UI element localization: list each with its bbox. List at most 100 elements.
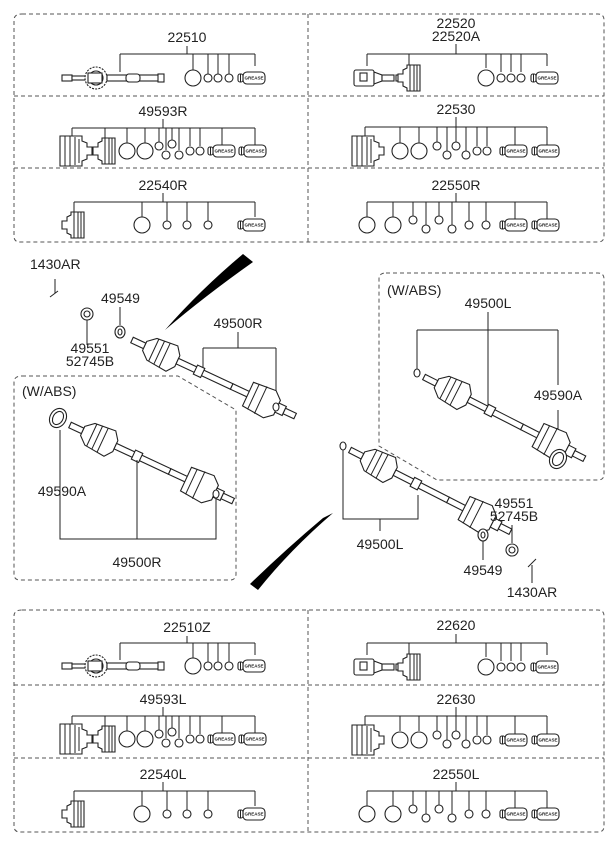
grease-icon: GREASE <box>499 807 528 821</box>
outer-joint-icon <box>61 66 165 90</box>
drive-shaft-icon[interactable] <box>125 325 303 431</box>
grease-icon: GREASE <box>237 807 266 821</box>
svg-text:GREASE: GREASE <box>245 737 264 742</box>
boot-icon <box>351 724 385 756</box>
svg-text:GREASE: GREASE <box>538 149 557 154</box>
washer-label: 49549 <box>464 562 503 578</box>
svg-text:GREASE: GREASE <box>506 149 525 154</box>
abs-ring-label: 49590A <box>534 387 583 403</box>
inner-joint-icon <box>353 69 403 87</box>
svg-text:GREASE: GREASE <box>537 665 556 670</box>
kit-22520[interactable]: 22520 22520A GREASE <box>353 15 559 92</box>
washer-label: 49549 <box>101 290 140 306</box>
kit-49593L[interactable]: 49593L GREASE GREASE <box>59 691 267 755</box>
outer-joint-icon <box>61 654 165 678</box>
o-ring-icon[interactable] <box>272 402 280 412</box>
svg-text:GREASE: GREASE <box>538 223 557 228</box>
grease-icon: GREASE <box>499 144 528 158</box>
boot-icon <box>92 137 116 165</box>
svg-text:GREASE: GREASE <box>244 76 263 81</box>
shaft-assy-label: 49500L <box>357 536 404 552</box>
boot-icon <box>61 211 85 239</box>
top-kit-panel: 22510 GREASE 22520 22520A GREASE 49593R <box>13 13 605 243</box>
right-shaft-section: 1430AR 49549 49551 52745B 49500R (W/ABS)… <box>13 254 303 581</box>
part-label: 22510Z <box>163 619 211 635</box>
grease-icon: GREASE <box>207 732 236 746</box>
part-label: 49593L <box>140 691 187 707</box>
grease-icon: GREASE <box>531 807 560 821</box>
grease-icon: GREASE <box>207 144 236 158</box>
nut-icon[interactable] <box>80 307 94 321</box>
part-label: 22620 <box>437 617 476 633</box>
kit-49593R[interactable]: 49593R GREASE GREASE <box>59 103 267 167</box>
nut-label-alt: 52745B <box>66 353 114 369</box>
grease-icon: GREASE <box>499 733 528 747</box>
boot-icon <box>397 653 421 681</box>
part-label: 22540L <box>140 766 187 782</box>
shaft-assy-label: 49500L <box>465 295 512 311</box>
o-ring-icon[interactable] <box>413 368 421 378</box>
svg-text:GREASE: GREASE <box>538 738 557 743</box>
svg-text:GREASE: GREASE <box>245 149 264 154</box>
kit-22620[interactable]: 22620 GREASE <box>353 617 559 681</box>
split-pin-label: 1430AR <box>30 256 81 272</box>
kit-22540L[interactable]: 22540L GREASE <box>61 766 266 828</box>
part-label: 22520A <box>432 28 481 44</box>
nut-label-alt: 52745B <box>490 508 538 524</box>
grease-icon: GREASE <box>237 218 266 232</box>
grease-icon: GREASE <box>237 71 266 85</box>
svg-text:GREASE: GREASE <box>244 664 263 669</box>
grease-icon: GREASE <box>530 660 559 674</box>
part-label: 22550L <box>433 766 480 782</box>
abs-caption: (W/ABS) <box>387 282 441 298</box>
kit-22540R[interactable]: 22540R GREASE <box>61 177 266 239</box>
shaft-assy-label: 49500R <box>112 554 161 570</box>
grease-icon: GREASE <box>531 218 560 232</box>
abs-group-left: (W/ABS) 49500L 49590A <box>378 272 605 481</box>
grease-icon: GREASE <box>531 733 560 747</box>
boot-icon <box>397 64 421 92</box>
grease-icon: GREASE <box>238 144 267 158</box>
boot-icon <box>61 800 85 828</box>
part-label: 22550R <box>431 177 480 193</box>
o-ring-icon[interactable] <box>212 489 220 499</box>
split-pin-label: 1430AR <box>507 584 558 600</box>
boot-icon <box>59 723 93 755</box>
kit-22550R[interactable]: 22550R GREASE GREASE <box>358 177 560 234</box>
svg-text:GREASE: GREASE <box>538 812 557 817</box>
svg-text:GREASE: GREASE <box>537 76 556 81</box>
kit-22530[interactable]: 22530 GREASE GREASE <box>351 101 560 167</box>
boot-icon <box>59 135 93 167</box>
nut-icon[interactable] <box>505 543 519 557</box>
drive-shaft-icon[interactable] <box>63 410 241 516</box>
svg-text:GREASE: GREASE <box>244 812 263 817</box>
boot-icon <box>92 725 116 753</box>
o-ring-icon[interactable] <box>339 441 347 451</box>
svg-text:GREASE: GREASE <box>506 223 525 228</box>
part-label: 22530 <box>437 101 476 117</box>
kit-22510[interactable]: 22510 GREASE <box>61 29 266 90</box>
grease-icon: GREASE <box>530 71 559 85</box>
nut-label: 49551 <box>71 340 110 356</box>
swoosh-arrow <box>165 254 253 330</box>
kit-22630[interactable]: 22630 GREASE GREASE <box>351 691 560 756</box>
part-label: 22540R <box>138 177 187 193</box>
part-label: 22510 <box>168 29 207 45</box>
kit-22510Z[interactable]: 22510Z GREASE <box>61 619 266 678</box>
abs-caption: (W/ABS) <box>22 383 76 399</box>
svg-text:GREASE: GREASE <box>244 223 263 228</box>
drive-shaft-icon[interactable] <box>342 436 518 546</box>
part-label: 22520 <box>437 15 476 31</box>
abs-group-right: (W/ABS) 49590A 49500R <box>13 375 241 581</box>
grease-icon: GREASE <box>237 659 266 673</box>
kit-22550L[interactable]: 22550L GREASE GREASE <box>358 766 560 823</box>
svg-text:GREASE: GREASE <box>214 737 233 742</box>
svg-text:GREASE: GREASE <box>506 812 525 817</box>
split-pin-icon[interactable] <box>527 558 537 568</box>
nut-label: 49551 <box>495 495 534 511</box>
abs-ring-label: 49590A <box>38 483 87 499</box>
boot-icon <box>351 135 385 167</box>
boot-band-icon <box>184 69 202 87</box>
split-pin-icon[interactable] <box>49 290 59 298</box>
